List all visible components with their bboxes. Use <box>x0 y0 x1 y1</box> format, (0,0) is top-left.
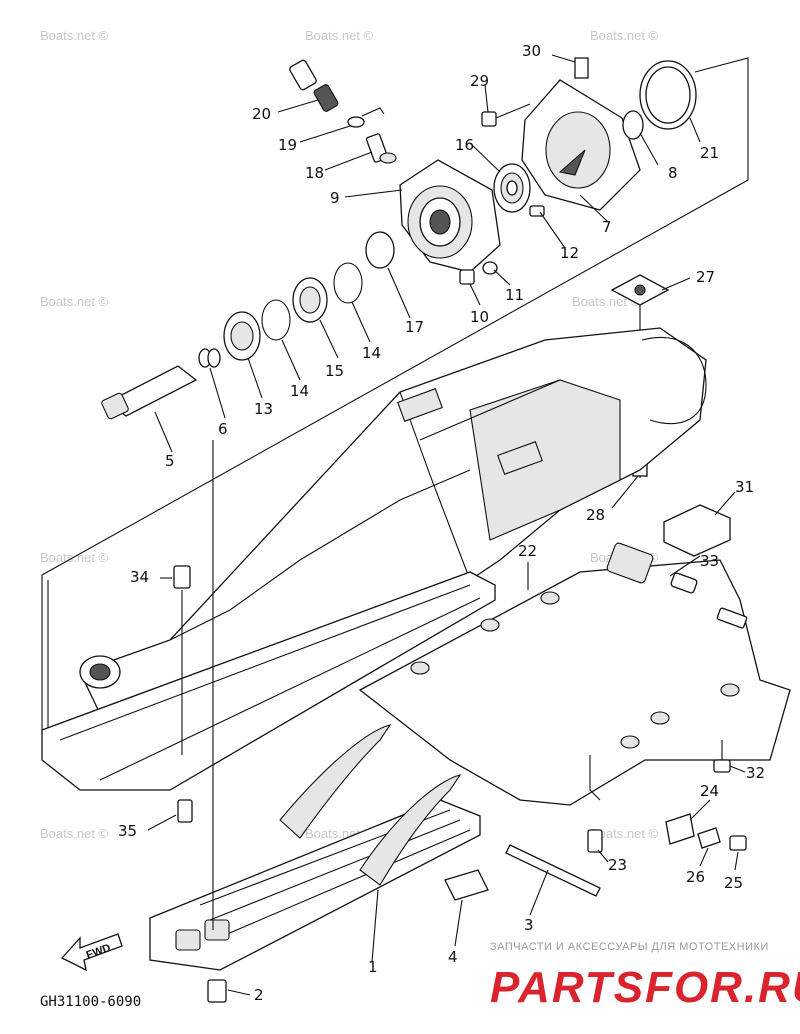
watermark: Boats.net © <box>572 294 641 309</box>
part-33-pin <box>606 542 748 629</box>
part-20-hose <box>289 59 339 112</box>
callout-27: 27 <box>696 268 715 286</box>
callout-1: 1 <box>368 958 378 976</box>
part-2-bolt <box>207 979 227 1003</box>
callout-14b: 14 <box>290 382 309 400</box>
part-22-plate <box>358 559 791 806</box>
part-14-snap-ring <box>261 262 363 341</box>
fwd-arrow-icon: FWD <box>60 933 123 972</box>
callout-3: 3 <box>524 916 534 934</box>
callout-5: 5 <box>165 452 175 470</box>
part-8-o-ring <box>622 110 644 140</box>
part-29-bolt <box>481 103 531 127</box>
brand-logo: ЗАПЧАСТИ И АКСЕССУАРЫ ДЛЯ МОТОТЕХНИКИ PA… <box>490 941 800 1012</box>
watermark: Boats.net © <box>590 28 659 43</box>
callout-23: 23 <box>608 856 627 874</box>
callout-7: 7 <box>602 218 612 236</box>
leader-lines <box>147 54 746 996</box>
callout-11: 11 <box>505 286 524 304</box>
part-32-bolt <box>713 740 731 773</box>
callout-35: 35 <box>118 822 137 840</box>
watermark: Boats.net © <box>590 826 659 841</box>
callout-12: 12 <box>560 244 579 262</box>
callout-8: 8 <box>668 164 678 182</box>
callout-4: 4 <box>448 948 458 966</box>
watermark: Boats.net © <box>305 28 374 43</box>
callouts: 20 19 18 9 16 29 30 7 8 21 12 10 11 17 1… <box>118 42 765 1004</box>
part-15-bearing <box>292 277 328 323</box>
callout-22: 22 <box>518 542 537 560</box>
part-6-o-rings <box>198 348 221 368</box>
part-31-bracket <box>663 504 731 557</box>
part-9-housing <box>399 159 501 273</box>
callout-28: 28 <box>586 506 605 524</box>
callout-13: 13 <box>254 400 273 418</box>
callout-25: 25 <box>724 874 743 892</box>
brand-tagline: ЗАПЧАСТИ И АКСЕССУАРЫ ДЛЯ МОТОТЕХНИКИ <box>490 941 769 953</box>
part-5-shaft <box>101 365 198 420</box>
part-23-bolt <box>587 829 603 853</box>
watermark: Boats.net © <box>40 826 109 841</box>
part-25-bolt <box>729 835 747 851</box>
intake-grate <box>149 440 481 971</box>
part-24-block <box>665 813 695 845</box>
callout-10: 10 <box>470 308 489 326</box>
diagram-code: GH31100-6090 <box>40 994 141 1010</box>
callout-20: 20 <box>252 105 271 123</box>
watermark: Boats.net © <box>40 28 109 43</box>
callout-15: 15 <box>325 362 344 380</box>
callout-9: 9 <box>330 189 340 207</box>
part-26-plate <box>697 827 721 849</box>
pump-housing-main <box>79 327 707 746</box>
part-17-ring <box>365 231 395 269</box>
callout-2: 2 <box>254 986 264 1004</box>
callout-14a: 14 <box>362 344 381 362</box>
part-10-bolt <box>459 269 475 285</box>
callout-18: 18 <box>305 164 324 182</box>
part-35-bolt <box>177 799 193 823</box>
part-18-nipple <box>365 133 397 164</box>
callout-24: 24 <box>700 782 719 800</box>
part-27-plate <box>610 274 670 306</box>
callout-33: 33 <box>700 552 719 570</box>
part-4-block <box>444 869 489 901</box>
callout-16: 16 <box>455 136 474 154</box>
part-16-bearing <box>493 163 531 213</box>
callout-29: 29 <box>470 72 489 90</box>
part-30-bracket <box>574 57 589 79</box>
watermark: Boats.net © <box>40 294 109 309</box>
part-19-clip <box>347 107 385 128</box>
part-11-washer <box>482 261 498 275</box>
part-13-bearing <box>223 311 261 361</box>
callout-34: 34 <box>130 568 149 586</box>
callout-21: 21 <box>700 144 719 162</box>
callout-32: 32 <box>746 764 765 782</box>
callout-6: 6 <box>218 420 228 438</box>
part-21-seal-ring <box>639 60 697 130</box>
part-7-cover <box>521 79 641 211</box>
part-34-bolt <box>173 565 191 755</box>
base-plate <box>41 571 496 791</box>
callout-19: 19 <box>278 136 297 154</box>
callout-31: 31 <box>735 478 754 496</box>
callout-17: 17 <box>405 318 424 336</box>
brand-name: PARTSFOR.RU <box>490 963 800 1012</box>
part-3-rod <box>505 844 601 897</box>
callout-26: 26 <box>686 868 705 886</box>
callout-30: 30 <box>522 42 541 60</box>
